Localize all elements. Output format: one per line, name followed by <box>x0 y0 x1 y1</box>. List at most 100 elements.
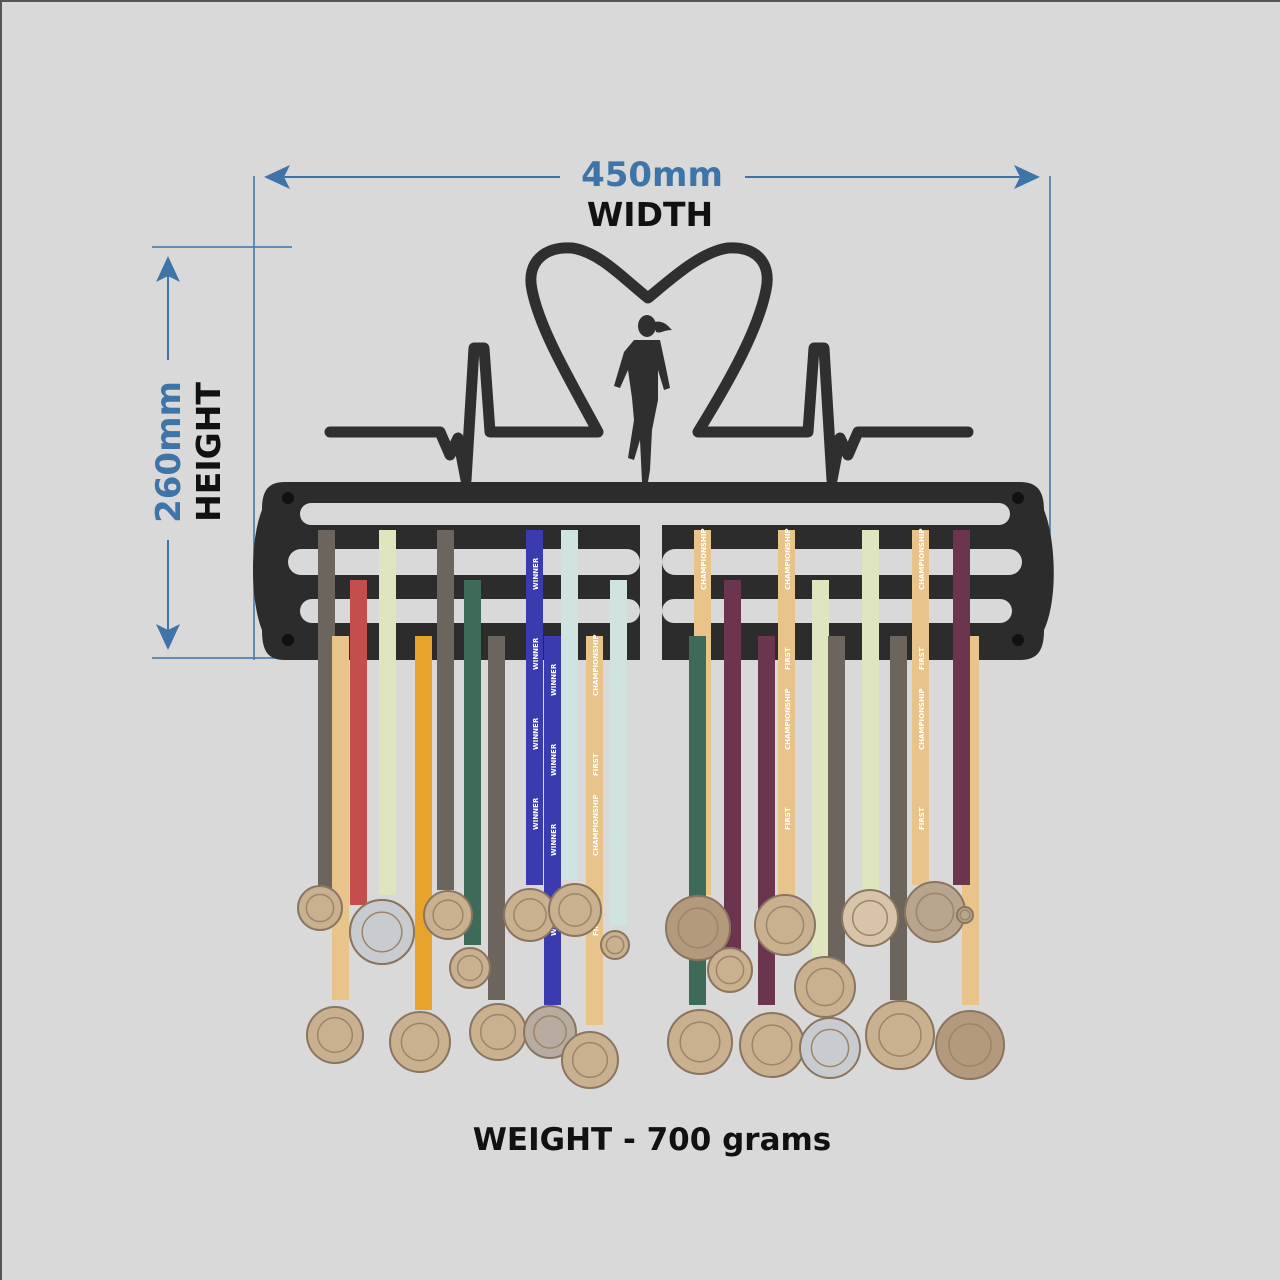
center-gap <box>640 520 662 660</box>
medal-inner-ring <box>715 955 745 985</box>
ribbon-text: CHAMPIONSHIP <box>784 688 792 750</box>
ribbon <box>953 530 970 885</box>
ribbon-text: FIRST <box>592 753 600 776</box>
ribbon-text: WINNER <box>550 663 558 696</box>
medal-inner-ring <box>361 911 403 953</box>
slot-2-right <box>662 549 1022 575</box>
medal <box>469 1003 527 1061</box>
medal <box>707 947 753 993</box>
weight-label: WEIGHT - 700 grams <box>473 1122 832 1158</box>
ribbon <box>561 530 578 880</box>
ribbon <box>812 580 829 965</box>
ribbon <box>437 530 454 890</box>
height-value: 260mm <box>149 381 189 523</box>
ribbon <box>379 530 396 895</box>
medal-inner-ring <box>605 935 625 955</box>
medal <box>548 883 602 937</box>
heartbeat-line <box>324 242 974 486</box>
medal <box>523 1005 577 1059</box>
ribbon <box>610 580 627 925</box>
runner-silhouette <box>614 315 672 482</box>
ribbon-text: WINNER <box>532 557 540 590</box>
medal <box>935 1010 1005 1080</box>
ribbon <box>828 636 845 1010</box>
width-value: 450mm <box>581 155 723 195</box>
medal-inner-ring <box>878 1013 922 1057</box>
medal-inner-ring <box>305 893 335 923</box>
hanger-plate <box>253 482 1054 660</box>
medal <box>561 1031 619 1089</box>
ribbon-text: CHAMPIONSHIP <box>784 528 792 590</box>
medal-inner-ring <box>810 1028 850 1068</box>
medal <box>799 1017 861 1079</box>
screw-icon <box>1012 634 1024 646</box>
medal <box>600 930 630 960</box>
ribbon <box>526 530 543 885</box>
ribbons-and-medals: WINNERWINNERWINNERWINNERWINNERWINNERWINN… <box>297 528 1005 1089</box>
screw-icon <box>282 634 294 646</box>
ribbon-text: FIRST <box>918 647 926 670</box>
ribbon <box>464 580 481 945</box>
screw-icon <box>282 492 294 504</box>
slot-2-left <box>288 549 640 575</box>
arrow-up-icon <box>156 256 180 282</box>
ribbon-text: CHAMPIONSHIP <box>592 794 600 856</box>
medal <box>297 885 343 931</box>
medal-inner-ring <box>479 1013 517 1051</box>
medal-inner-ring <box>677 907 719 949</box>
medal-inner-ring <box>558 893 592 927</box>
medal-inner-ring <box>571 1041 609 1079</box>
medal-inner-ring <box>805 967 845 1007</box>
arrow-left-icon <box>264 165 290 189</box>
medal-inner-ring <box>751 1024 793 1066</box>
ribbon-text: WINNER <box>550 743 558 776</box>
medal <box>667 1009 733 1075</box>
ribbon <box>778 530 795 895</box>
width-dimension: 450mm WIDTH <box>253 155 1051 660</box>
ribbon <box>415 636 432 1010</box>
ribbon-text: WINNER <box>550 823 558 856</box>
height-label: HEIGHT <box>189 382 228 522</box>
ribbon-text: WINNER <box>532 797 540 830</box>
hanger-topper <box>324 242 974 486</box>
ribbon <box>332 636 349 1000</box>
medal <box>739 1012 805 1078</box>
arrow-right-icon <box>1014 165 1040 189</box>
medal-inner-ring <box>679 1021 721 1063</box>
medal-inner-ring <box>959 909 971 921</box>
screw-icon <box>1012 492 1024 504</box>
medal <box>794 956 856 1018</box>
medal-inner-ring <box>533 1015 567 1049</box>
medal <box>841 889 899 947</box>
ribbon <box>350 580 367 905</box>
ribbon <box>862 530 879 895</box>
medal <box>389 1011 451 1073</box>
height-dimension: 260mm HEIGHT <box>149 246 292 659</box>
ribbon <box>318 530 335 890</box>
medal-inner-ring <box>456 954 484 982</box>
medal-inner-ring <box>513 898 547 932</box>
medal-inner-ring <box>316 1016 354 1054</box>
medal <box>306 1006 364 1064</box>
ribbon-text: WINNER <box>532 717 540 750</box>
ribbon-text: FIRST <box>918 807 926 830</box>
medal <box>665 895 731 961</box>
medal <box>904 881 966 943</box>
ribbon-text: CHAMPIONSHIP <box>918 688 926 750</box>
medal <box>865 1000 935 1070</box>
medal <box>349 899 415 965</box>
medal-inner-ring <box>765 905 805 945</box>
medal <box>423 890 473 940</box>
ribbon-text: CHAMPIONSHIP <box>592 634 600 696</box>
ribbon <box>890 636 907 1000</box>
medal-inner-ring <box>432 899 464 931</box>
ribbon-text: FIRST <box>784 647 792 670</box>
width-label: WIDTH <box>587 195 713 234</box>
ribbon-text: CHAMPIONSHIP <box>700 528 708 590</box>
medal-inner-ring <box>915 892 955 932</box>
medal-inner-ring <box>948 1023 992 1067</box>
medal <box>503 888 557 942</box>
ribbon-text: FIRST <box>784 807 792 830</box>
ribbon-text: CHAMPIONSHIP <box>918 528 926 590</box>
